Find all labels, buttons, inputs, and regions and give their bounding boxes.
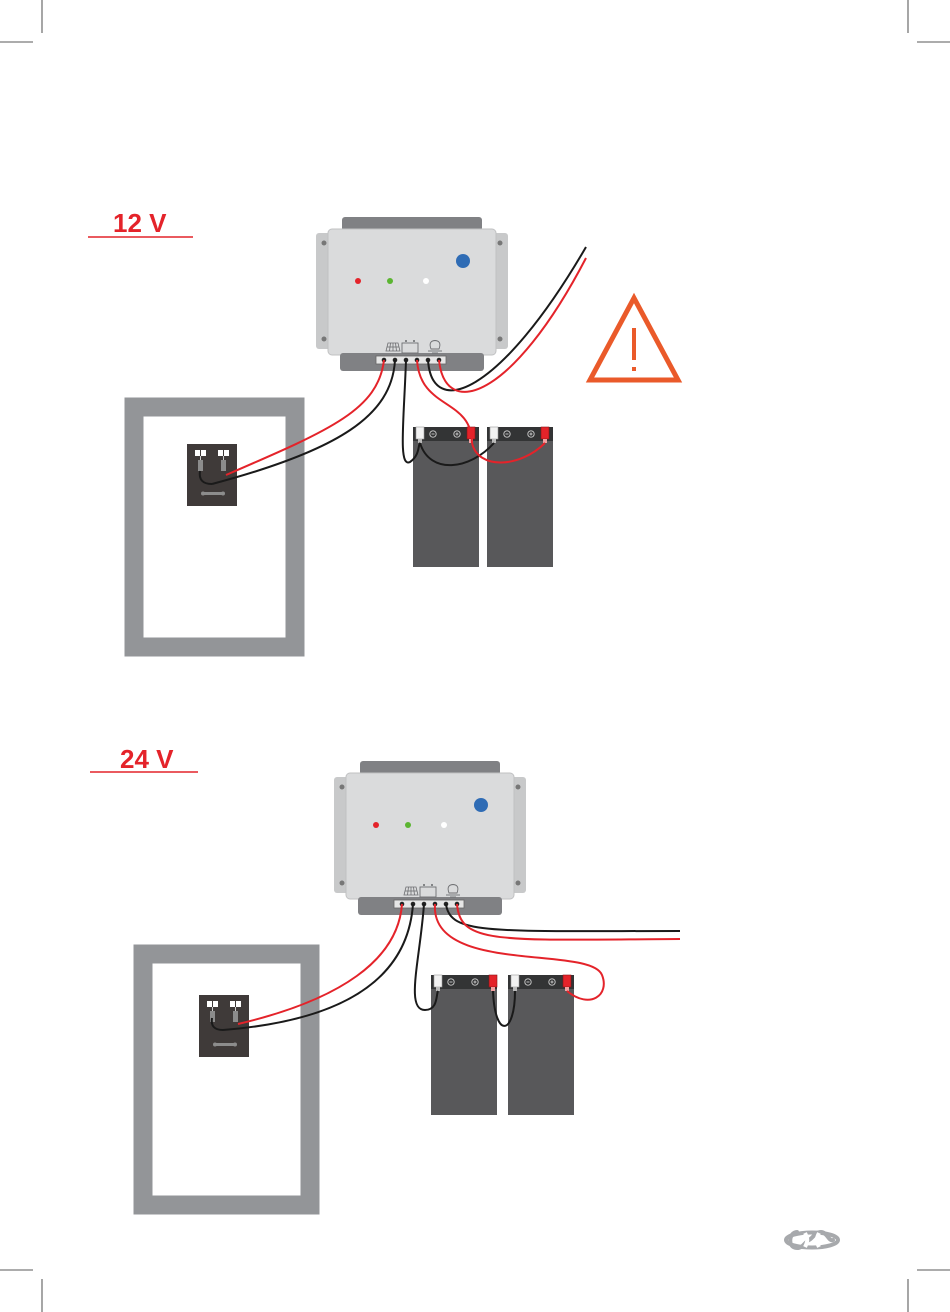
charge-controller-24v — [334, 761, 526, 915]
junction-box-24v — [199, 995, 249, 1057]
charge-controller-12v — [316, 217, 508, 371]
section-heading-24v: 24 V — [120, 744, 174, 774]
battery-24v-right — [508, 975, 574, 1115]
solar-panel-12v — [134, 407, 295, 647]
battery-24v-left — [431, 975, 497, 1115]
warning-triangle-icon — [590, 298, 678, 380]
battery-12v-right — [487, 427, 553, 567]
junction-box-12v — [187, 444, 237, 506]
solar-panel-24v — [143, 954, 310, 1205]
brand-logo-icon — [786, 1232, 840, 1248]
section-heading-12v: 12 V — [113, 208, 167, 238]
